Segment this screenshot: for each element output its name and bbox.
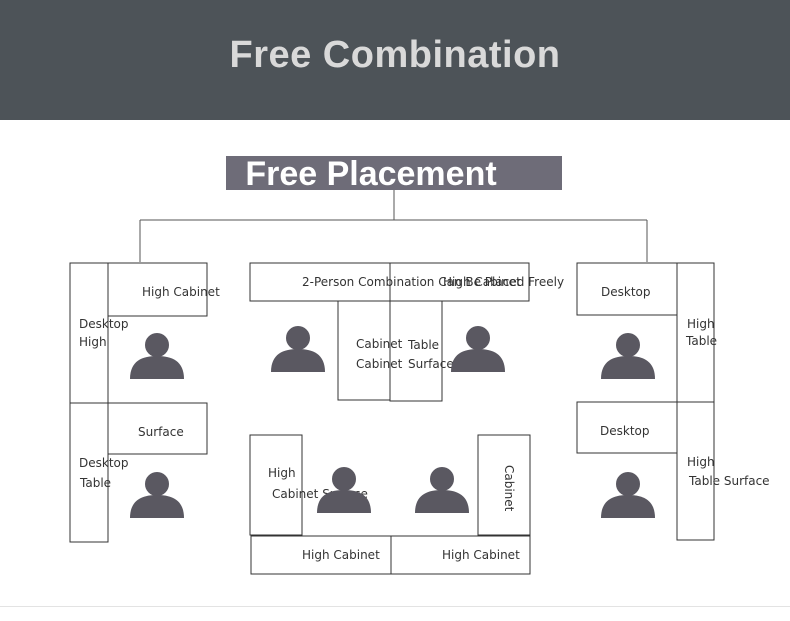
right-top-table-label: Table [685,334,717,348]
center-bottom-base-right-label: High Cabinet [442,548,520,562]
right-bottom-side [676,401,715,541]
left-top-high-cabinet [107,262,208,317]
center-top-workstation-group [249,262,530,402]
left-bottom-cabinet [107,402,208,455]
left-bottom-desk-surface [69,402,109,543]
left-workstation-group [69,262,208,543]
person-icon [600,331,656,380]
center-top-bar-label: 2-Person Combination Can Be Placed Freel… [302,275,564,289]
center-bottom-right-cabinet [477,434,531,536]
page-header: Free Combination [0,0,790,120]
right-workstation-group [576,262,715,541]
center-top-cabinet-left-label-2: Cabinet [356,357,403,371]
center-top-cabinet-right-label-1: Table [407,338,439,352]
right-top-desktop-label: Desktop [601,285,651,299]
center-bottom-left-high-label: High [268,466,296,480]
right-bottom-table-surface-label: Table Surface [688,474,770,488]
center-top-bar-overlap-label: High Cabinet [443,275,521,289]
person-icon [129,331,185,380]
person-icon [600,470,656,519]
footer-divider [0,606,790,607]
center-bottom-workstation-group [249,434,531,575]
person-icon [270,324,326,373]
right-bottom-high-label: High [687,455,715,469]
center-bottom-base-left-label: High Cabinet [302,548,380,562]
center-top-cabinet-right [389,300,443,402]
center-top-cabinet-left-label-1: Cabinet [356,337,403,351]
center-bottom-left-cabinet [249,434,303,536]
left-bottom-cabinet-label: Surface [138,425,184,439]
left-top-high-label: High [79,335,107,349]
left-top-desktop-label: Desktop [79,317,129,331]
left-top-desk-surface [69,262,109,404]
tree-connector [139,190,648,262]
center-bottom-right-cabinet-label: Cabinet [502,465,516,512]
left-bottom-table-label: Table [79,476,111,490]
right-top-high-label: High [687,317,715,331]
center-top-cabinet-left [337,300,391,401]
left-top-cabinet-label: High Cabinet [142,285,220,299]
person-icon [129,470,185,519]
person-icon [414,465,470,514]
left-bottom-desktop-label: Desktop [79,456,129,470]
right-bottom-desktop-label: Desktop [600,424,650,438]
section-title: Free Placement [245,155,497,193]
right-top-side [676,262,715,403]
center-top-cabinet-right-label-2: Surface [408,357,454,371]
right-bottom-desktop [576,401,678,454]
person-icon [450,324,506,373]
page-title: Free Combination [229,34,561,76]
right-top-desktop [576,262,678,316]
section-banner: Free Placement [226,155,562,193]
